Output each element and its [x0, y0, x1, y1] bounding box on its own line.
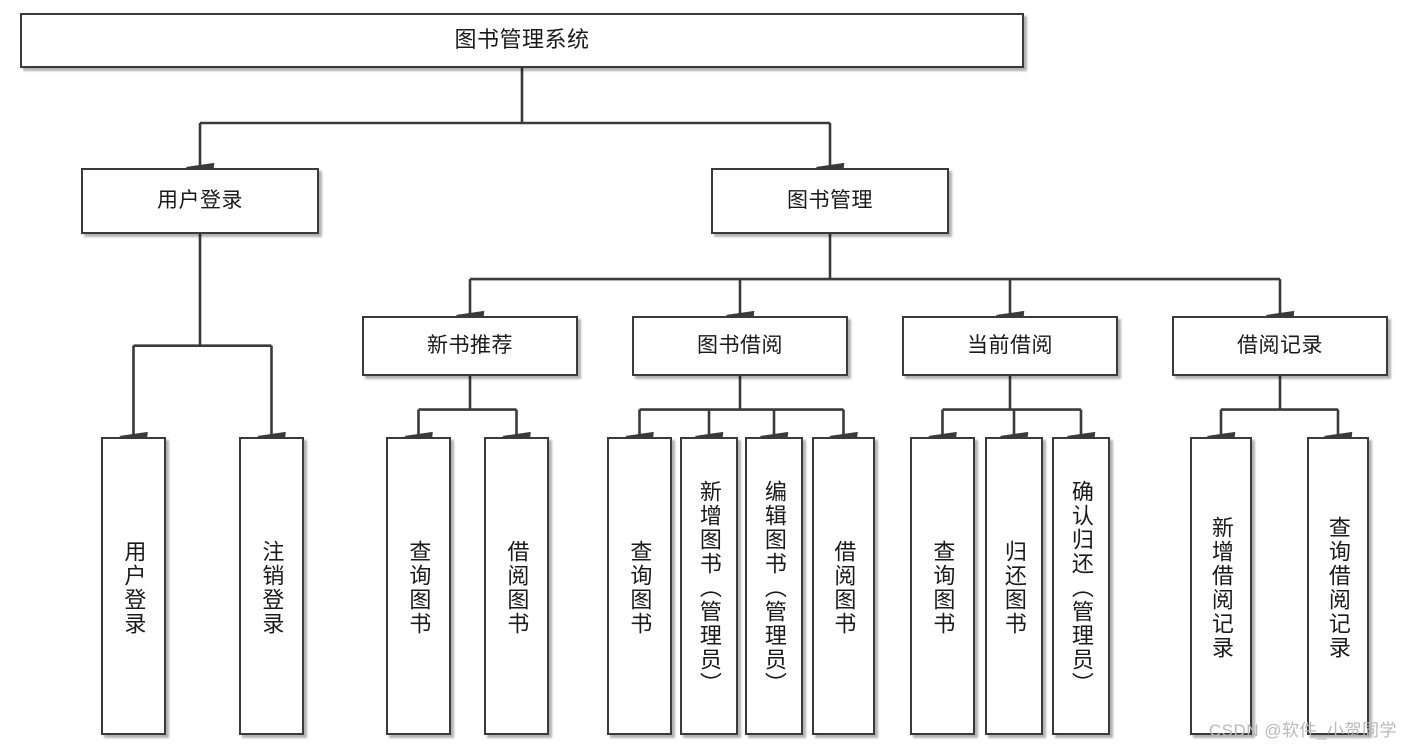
node-label: 用户登录 [157, 189, 243, 213]
watermark-text: CSDN @软件_小贺同学 [1208, 721, 1397, 740]
node-leaf-query-book-1[interactable]: 查询图书 [386, 437, 451, 735]
node-root[interactable]: 图书管理系统 [20, 13, 1024, 68]
node-label: 借阅记录 [1237, 334, 1323, 358]
node-leaf-logout[interactable]: 注销登录 [239, 437, 304, 735]
node-label: 用户登录 [121, 540, 147, 636]
node-leaf-borrow-book-1[interactable]: 借阅图书 [484, 437, 549, 735]
node-leaf-borrow-book-2[interactable]: 借阅图书 [812, 437, 875, 735]
node-leaf-add-book[interactable]: 新增图书（管理员） [680, 437, 738, 735]
node-leaf-edit-book[interactable]: 编辑图书（管理员） [745, 437, 803, 735]
node-label: 归还图书 [1001, 540, 1027, 636]
node-label: 图书管理系统 [454, 27, 590, 53]
node-leaf-query-book-2[interactable]: 查询图书 [607, 437, 672, 735]
node-book-borrow[interactable]: 图书借阅 [632, 316, 848, 376]
node-label: 查询图书 [627, 540, 653, 636]
node-current-borrow[interactable]: 当前借阅 [902, 316, 1118, 376]
node-label: 新书推荐 [427, 334, 513, 358]
node-label: 新增借阅记录 [1208, 516, 1234, 660]
node-new-book-rec[interactable]: 新书推荐 [362, 316, 578, 376]
node-label: 查询借阅记录 [1325, 516, 1351, 660]
node-label: 新增图书（管理员） [696, 480, 722, 696]
node-label: 确认归还（管理员） [1068, 480, 1094, 696]
node-label: 借阅图书 [504, 540, 530, 636]
node-label: 编辑图书（管理员） [761, 480, 787, 696]
node-leaf-user-login[interactable]: 用户登录 [101, 437, 166, 735]
node-label: 图书管理 [787, 189, 873, 213]
node-label: 图书借阅 [697, 334, 783, 358]
node-label: 当前借阅 [967, 334, 1053, 358]
node-label: 查询图书 [406, 540, 432, 636]
node-leaf-return-book[interactable]: 归还图书 [985, 437, 1043, 735]
node-label: 查询图书 [930, 540, 956, 636]
node-label: 注销登录 [259, 540, 285, 636]
node-borrow-record[interactable]: 借阅记录 [1172, 316, 1388, 376]
node-leaf-add-record[interactable]: 新增借阅记录 [1190, 437, 1252, 735]
node-user-login[interactable]: 用户登录 [81, 168, 319, 234]
node-leaf-query-record[interactable]: 查询借阅记录 [1307, 437, 1369, 735]
node-leaf-confirm-return[interactable]: 确认归还（管理员） [1052, 437, 1110, 735]
node-book-manage[interactable]: 图书管理 [711, 168, 949, 234]
node-leaf-query-book-3[interactable]: 查询图书 [910, 437, 975, 735]
node-label: 借阅图书 [831, 540, 857, 636]
